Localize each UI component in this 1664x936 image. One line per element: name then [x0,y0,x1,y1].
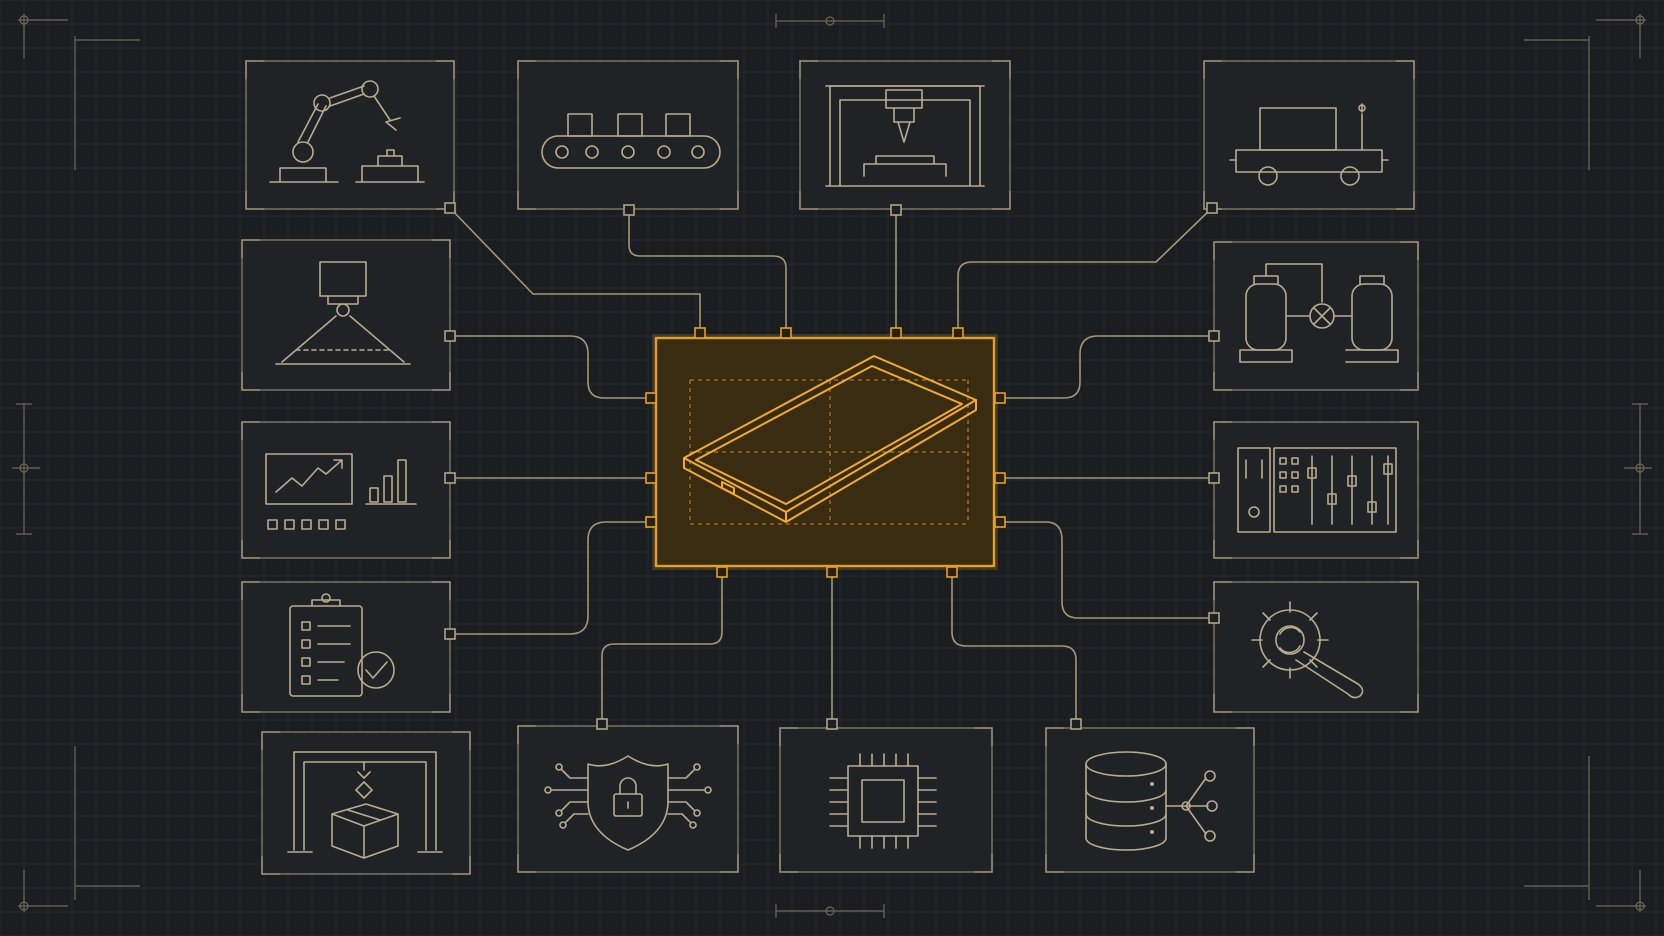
registration-marks [12,14,1652,918]
chip-icon [829,753,937,849]
node-packaging[interactable] [261,731,471,875]
node-checklist[interactable] [241,581,451,713]
robotic-arm-icon [269,80,425,183]
connection-port [444,472,456,484]
vehicle-icon [1229,103,1389,186]
node-control-panel[interactable] [1213,421,1419,559]
connection-port [890,204,902,216]
connectors [449,207,1214,724]
node-conveyor[interactable] [517,60,739,210]
connection-port [994,472,1006,484]
central-hub[interactable] [652,334,998,570]
connection-port [994,516,1006,528]
nodes [241,60,1419,875]
connection-port [826,718,838,730]
node-transport-vehicle[interactable] [1203,60,1415,210]
node-database[interactable] [1045,727,1255,873]
tanks-valve-icon [1239,263,1399,363]
wire-maintenance [1000,521,1214,619]
wire-conveyor [628,210,787,333]
connection-port [444,628,456,640]
camera-scanner-icon [275,261,411,365]
connection-port [890,327,902,339]
wire-robotic-arm [449,207,701,333]
connection-port [952,327,964,339]
node-cnc-machine[interactable] [799,60,1011,210]
shield-lock-icon [544,755,712,851]
database-icon [1085,751,1218,851]
node-tanks-valve[interactable] [1213,241,1419,391]
connection-port [716,566,728,578]
connection-port [1208,330,1220,342]
connection-port [1208,612,1220,624]
connection-port [1070,718,1082,730]
connection-port [444,330,456,342]
conveyor-belt-icon [541,113,721,169]
connection-port [1208,472,1220,484]
node-vision-scanner[interactable] [241,239,451,391]
connection-port [596,718,608,730]
connection-port [645,472,657,484]
connection-port [826,566,838,578]
ports [444,202,1220,730]
connection-port [623,204,635,216]
wire-security [601,572,723,724]
package-icon [287,751,443,859]
connection-port [946,566,958,578]
wire-checklist [450,521,650,635]
smartphone-icon [683,355,977,525]
wire-database [951,572,1077,724]
connection-port [1206,202,1218,214]
node-robotic-arm[interactable] [245,60,455,210]
gear-wrench-icon [1251,601,1364,699]
connection-port [444,202,456,214]
cnc-machine-icon [825,85,985,187]
node-maintenance[interactable] [1213,581,1419,713]
connection-port [780,327,792,339]
connection-port [994,392,1006,404]
node-analytics[interactable] [241,421,451,559]
checklist-icon [289,593,395,697]
wire-scanner [450,335,650,399]
node-security[interactable] [517,725,739,873]
wire-tanks [1000,335,1214,399]
analytics-chart-icon [265,453,417,530]
control-panel-icon [1237,447,1397,533]
connection-port [694,327,706,339]
connection-port [645,516,657,528]
node-processor[interactable] [779,727,993,873]
connection-port [645,392,657,404]
wire-vehicle [957,207,1213,333]
